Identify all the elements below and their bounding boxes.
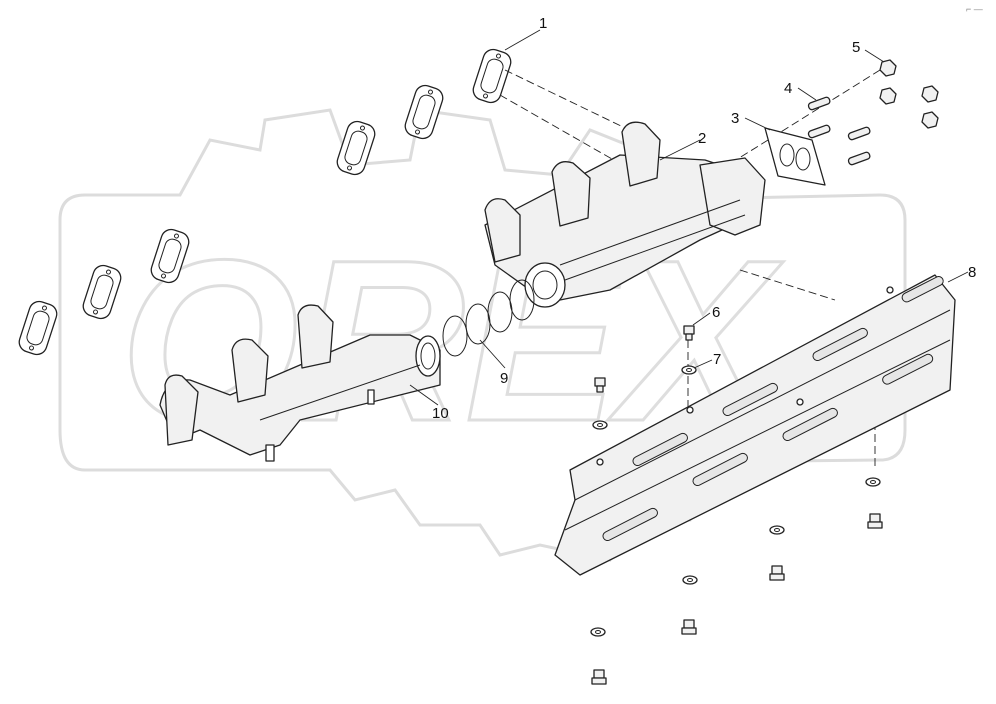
manifold-gasket: [336, 120, 376, 176]
manifold-gasket: [18, 300, 58, 356]
callout-7: 7: [713, 351, 721, 368]
washer: [769, 525, 785, 535]
gasket-group-upper: [336, 48, 512, 176]
gasket-group-left: [18, 228, 190, 356]
studs: [807, 96, 871, 166]
callout-2: 2: [698, 130, 706, 147]
washer: [865, 477, 881, 487]
washer: [681, 365, 697, 375]
bolt: [769, 565, 785, 581]
manifold-gasket: [82, 264, 122, 320]
callout-5: 5: [852, 39, 860, 56]
washer: [682, 575, 698, 585]
bolt: [591, 669, 607, 685]
washer: [592, 420, 608, 430]
callout-9: 9: [500, 370, 508, 387]
heat-shield: [554, 274, 956, 576]
callout-1: 1: [539, 15, 547, 32]
bolt: [594, 377, 606, 393]
watermark: OREX: [58, 108, 907, 562]
corner-mark: ⌐ —: [966, 4, 983, 14]
nuts: [879, 59, 939, 129]
bolts-and-washers: [590, 325, 883, 685]
bolt: [867, 513, 883, 529]
callout-6: 6: [712, 304, 720, 321]
washer: [590, 627, 606, 637]
bolt: [681, 619, 697, 635]
callout-labels: 1 2 3 4 5 6 7 8 9 10: [432, 15, 976, 422]
callout-3: 3: [731, 110, 739, 127]
manifold-gasket: [150, 228, 190, 284]
gasket-part-1: [472, 48, 512, 104]
callout-8: 8: [968, 264, 976, 281]
sealing-rings: [442, 279, 535, 357]
callout-10: 10: [432, 405, 449, 422]
exhaust-manifold-rear: [484, 121, 766, 308]
exhaust-manifold-front: [159, 304, 441, 462]
flange-gasket: [764, 127, 826, 186]
callout-4: 4: [784, 80, 792, 97]
manifold-gasket: [404, 84, 444, 140]
bolt: [683, 325, 695, 341]
leader-lines: [409, 29, 969, 406]
